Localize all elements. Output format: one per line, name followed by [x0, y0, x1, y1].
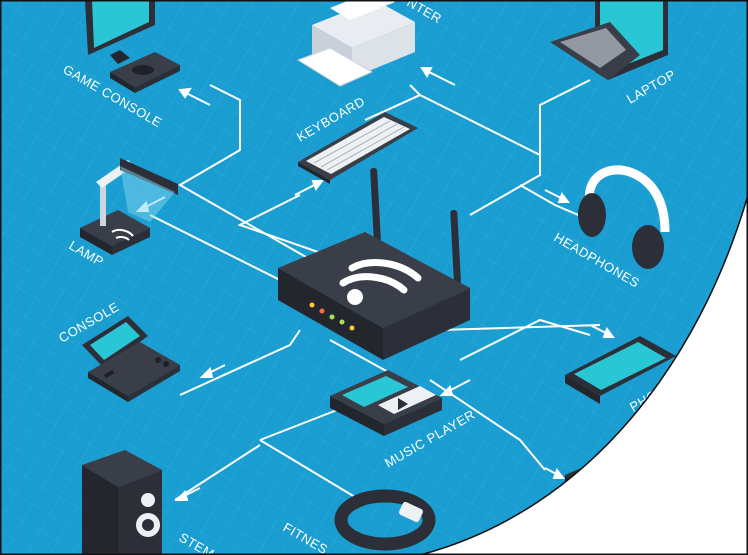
game-console-icon [85, 0, 180, 93]
lamp-icon [80, 158, 178, 255]
curve-border [419, 194, 748, 555]
fitness-band-icon [334, 489, 436, 551]
phone-icon [565, 336, 676, 404]
printer-icon [296, 0, 415, 87]
headphones-icon [578, 165, 670, 269]
handheld-console-icon [82, 316, 180, 402]
router-icon [278, 167, 470, 360]
keyboard-icon [298, 112, 418, 184]
music-player-icon [330, 370, 442, 436]
speaker-icon [82, 450, 162, 555]
laptop-icon [550, 0, 668, 80]
